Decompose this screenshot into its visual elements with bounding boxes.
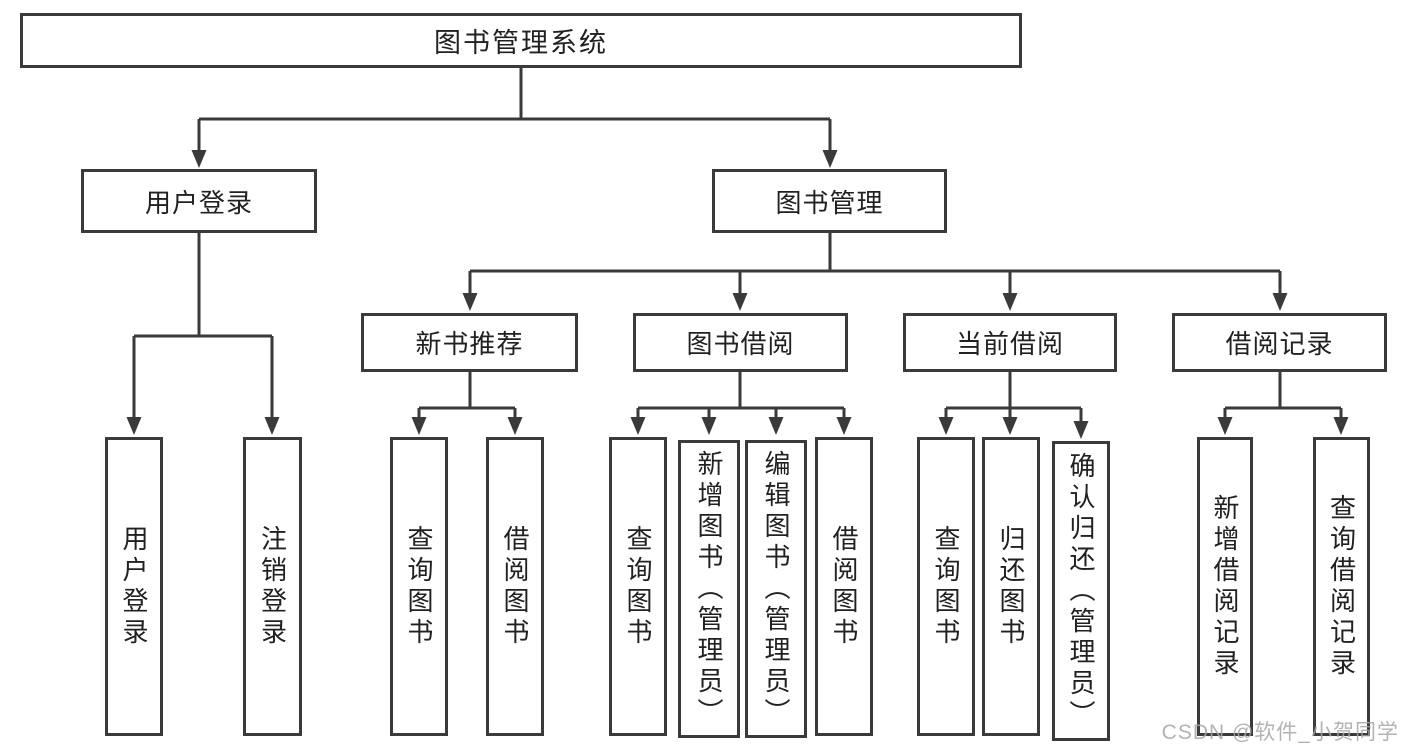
node-label: 图书管理 bbox=[775, 187, 884, 218]
node-label: 借阅图书 bbox=[829, 524, 859, 649]
node-label: 借阅记录 bbox=[1225, 329, 1334, 359]
node-book-borrow: 图书借阅 bbox=[633, 313, 848, 372]
node-label: 查询图书 bbox=[931, 524, 961, 649]
leaf-logout: 注销登录 bbox=[243, 437, 302, 736]
node-user-login: 用户登录 bbox=[81, 169, 317, 233]
node-label: 查询图书 bbox=[404, 524, 434, 649]
node-borrow-record: 借阅记录 bbox=[1172, 313, 1387, 372]
node-label: 确认归还（管理员） bbox=[1066, 451, 1096, 731]
leaf-bb-query-book: 查询图书 bbox=[609, 437, 667, 736]
leaf-bb-borrow-book: 借阅图书 bbox=[815, 437, 873, 736]
leaf-br-query-record: 查询借阅记录 bbox=[1313, 437, 1370, 736]
leaf-cb-return-book: 归还图书 bbox=[982, 437, 1040, 736]
leaf-bb-edit-book-admin: 编辑图书（管理员） bbox=[745, 440, 807, 738]
node-label: 查询借阅记录 bbox=[1326, 493, 1357, 680]
node-root-system: 图书管理系统 bbox=[20, 13, 1022, 68]
node-label: 编辑图书（管理员） bbox=[761, 449, 791, 729]
leaf-cb-confirm-return-admin: 确认归还（管理员） bbox=[1052, 441, 1110, 741]
node-book-management: 图书管理 bbox=[712, 169, 947, 233]
node-label: 新增图书（管理员） bbox=[694, 449, 724, 729]
leaf-user-login: 用户登录 bbox=[105, 437, 163, 736]
node-new-book-recommend: 新书推荐 bbox=[361, 313, 578, 372]
node-label: 查询图书 bbox=[623, 524, 653, 649]
node-label: 图书管理系统 bbox=[434, 28, 608, 58]
node-label: 当前借阅 bbox=[955, 329, 1064, 359]
node-label: 新书推荐 bbox=[415, 329, 524, 359]
node-label: 注销登录 bbox=[257, 524, 288, 649]
node-label: 新增借阅记录 bbox=[1210, 493, 1240, 680]
leaf-cb-query-book: 查询图书 bbox=[917, 437, 975, 736]
csdn-watermark: CSDN @软件_小贺同学 bbox=[1161, 721, 1399, 744]
leaf-br-add-record: 新增借阅记录 bbox=[1197, 437, 1253, 736]
node-label: 用户登录 bbox=[119, 524, 149, 649]
node-label: 归还图书 bbox=[996, 524, 1026, 649]
node-current-borrow: 当前借阅 bbox=[903, 313, 1117, 372]
leaf-bb-add-book-admin: 新增图书（管理员） bbox=[678, 440, 740, 738]
node-label: 图书借阅 bbox=[686, 329, 795, 359]
leaf-nbr-query-book: 查询图书 bbox=[390, 437, 448, 736]
node-label: 借阅图书 bbox=[500, 524, 530, 649]
leaf-nbr-borrow-book: 借阅图书 bbox=[486, 437, 544, 736]
node-label: 用户登录 bbox=[144, 187, 253, 218]
